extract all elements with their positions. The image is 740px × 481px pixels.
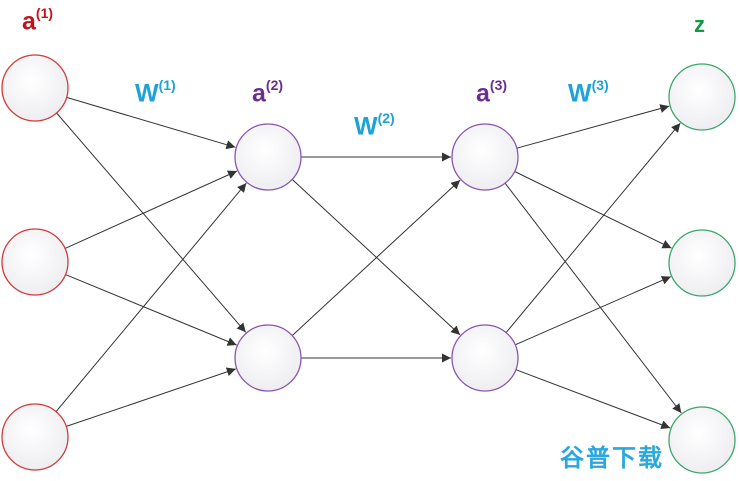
- edges-group: [55, 96, 682, 430]
- label-z-base: z: [694, 12, 705, 37]
- edge-l3-n2-to-l4-n2: [514, 276, 672, 346]
- label-a2: a(2): [252, 77, 284, 108]
- node-hidden-1-1: [234, 123, 302, 191]
- label-a1-base: a: [22, 7, 36, 36]
- label-a3-sup: (3): [489, 77, 508, 93]
- label-w1-sup: (1): [158, 77, 176, 93]
- label-a2-sup: (2): [265, 77, 284, 93]
- node-hidden-1-2: [234, 324, 302, 392]
- node-input-3: [1, 403, 69, 471]
- label-w1-base: W: [135, 79, 159, 108]
- node-output-3: [668, 406, 736, 474]
- edge-l3-n2-to-l4-n1: [505, 122, 681, 333]
- nodes-group: [1, 54, 736, 474]
- edge-l1-n2-to-l2-n2: [65, 274, 237, 346]
- label-w3-base: W: [568, 79, 592, 108]
- edge-l2-n2-to-l3-n1: [291, 179, 461, 336]
- label-w3-sup: (3): [591, 77, 609, 93]
- label-w2-sup: (2): [377, 110, 395, 126]
- edge-l1-n1-to-l2-n1: [66, 96, 236, 150]
- edge-l1-n1-to-l2-n2: [56, 112, 247, 333]
- edge-l1-n3-to-l2-n2: [66, 367, 236, 427]
- label-w2-base: W: [354, 112, 378, 141]
- edge-l2-n1-to-l3-n2: [291, 179, 461, 336]
- label-a2-base: a: [252, 79, 266, 108]
- watermark-text: 谷普下载: [560, 444, 664, 472]
- edge-l3-n1-to-l4-n2: [514, 171, 672, 249]
- edge-l1-n3-to-l2-n1: [55, 182, 247, 412]
- edge-l3-n1-to-l4-n3: [504, 182, 682, 414]
- edge-l3-n1-to-l4-n1: [516, 104, 670, 149]
- edge-l3-n2-to-l4-n3: [515, 369, 671, 430]
- label-a1: a(1): [22, 5, 54, 36]
- label-a3: a(3): [476, 77, 508, 108]
- node-hidden-2-1: [451, 123, 519, 191]
- label-z: z: [694, 14, 705, 36]
- label-w3: W(3): [568, 77, 609, 108]
- node-output-2: [668, 229, 736, 297]
- label-w1: W(1): [135, 77, 176, 108]
- node-hidden-2-2: [451, 324, 519, 392]
- label-w2: W(2): [354, 110, 395, 141]
- edge-l1-n2-to-l2-n1: [64, 170, 238, 249]
- node-input-2: [1, 228, 69, 296]
- label-a1-sup: (1): [35, 5, 54, 21]
- label-a3-base: a: [476, 79, 490, 108]
- node-input-1: [1, 54, 69, 122]
- node-output-1: [668, 63, 736, 131]
